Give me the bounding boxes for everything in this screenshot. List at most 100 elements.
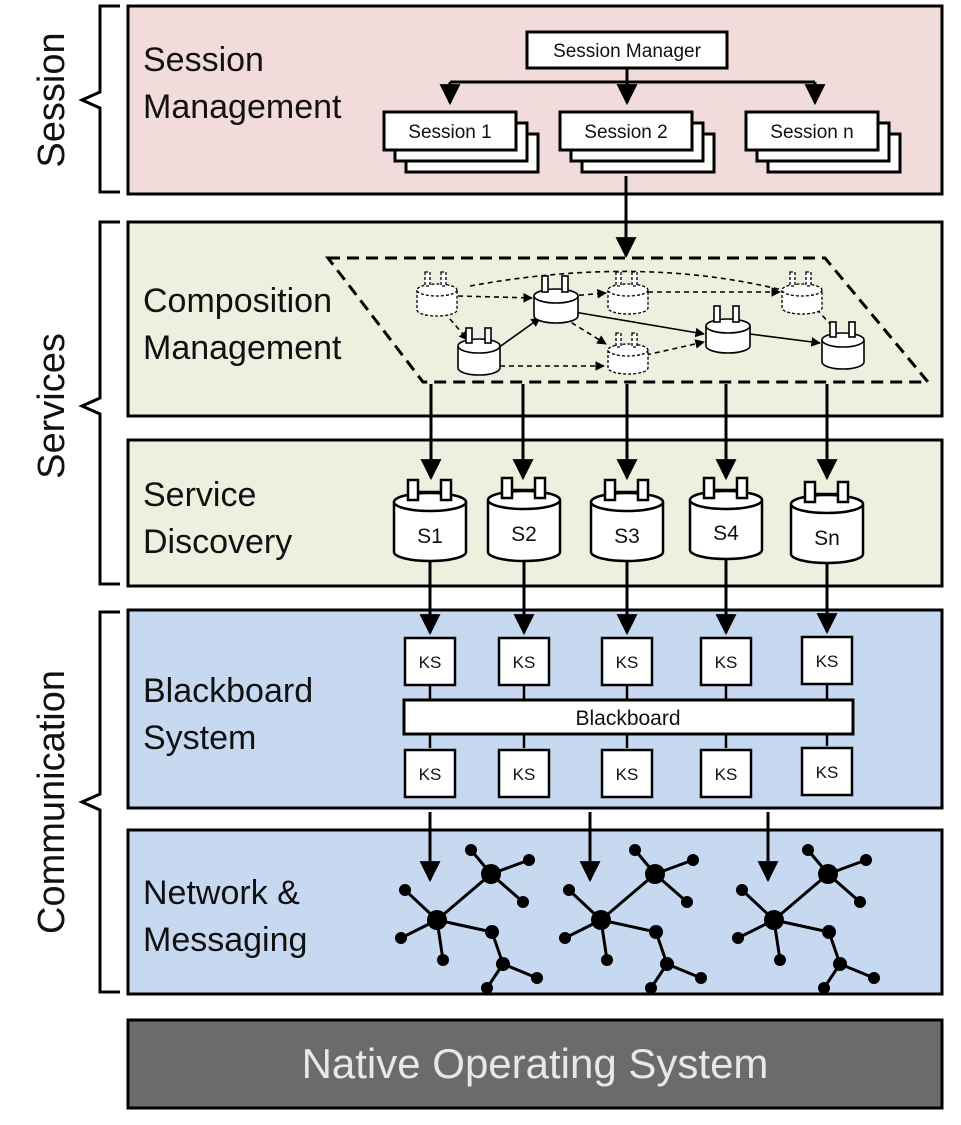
composition-management-title-line1: Composition [143, 282, 332, 320]
network-graphs [395, 844, 880, 994]
ks-top-2-label: KS [513, 653, 536, 672]
ks-bottom-4 [699, 748, 753, 799]
blackboard-bar: Blackboard [402, 698, 855, 736]
blackboard-label: Blackboard [575, 707, 680, 730]
network-node [818, 982, 830, 994]
network-edge [436, 872, 492, 922]
blackboard-system-title-line2: System [143, 719, 256, 757]
network-node [695, 972, 707, 984]
network-node [854, 896, 866, 908]
ks-top-4-label: KS [715, 653, 738, 672]
candidate-service-icon-3 [607, 332, 649, 375]
session-2-label: Session 2 [584, 122, 667, 143]
session-management-title-line2: Management [143, 88, 342, 126]
network-node [868, 972, 880, 984]
service-discovery-title-line1: Service [143, 476, 256, 514]
network-node [496, 957, 510, 971]
service-sn-label: Sn [814, 527, 840, 550]
native-os-layer [126, 1018, 944, 1110]
ks-bottom-5-label: KS [816, 763, 839, 782]
network-node [395, 932, 407, 944]
selected-service-icon-1 [533, 275, 579, 324]
service-discovery-title-line2: Discovery [143, 523, 292, 561]
session-brace [78, 4, 120, 194]
session-group-label: Session [31, 32, 73, 167]
communication-group-label: Communication [31, 670, 73, 934]
network-node [645, 864, 665, 884]
session-management-title-line1: Session [143, 41, 264, 79]
network-edge [773, 872, 829, 922]
network-node [774, 954, 786, 966]
network-node [427, 910, 447, 930]
network-node [822, 925, 836, 939]
network-node [517, 896, 529, 908]
network-messaging-title-line2: Messaging [143, 921, 307, 959]
ks-bottom-row [403, 746, 854, 799]
blackboard-system-title-line1: Blackboard [143, 672, 313, 710]
ks-bottom-4-label: KS [715, 765, 738, 784]
network-node [399, 884, 411, 896]
network-node [833, 957, 847, 971]
network-node [485, 925, 499, 939]
composition-to-services-arrows [420, 384, 838, 481]
candidate-service-icon-1 [416, 271, 458, 317]
service-sn-icon: Sn [789, 480, 865, 565]
network-node [681, 896, 693, 908]
service-s2-icon: S2 [486, 476, 562, 563]
session-1-stack: Session 1 [382, 110, 540, 174]
communication-brace [78, 610, 120, 994]
network-node [523, 854, 535, 866]
ks-top-1-label: KS [419, 653, 442, 672]
ks-bottom-1 [403, 748, 457, 799]
services-group-label: Services [31, 333, 73, 479]
session-n-label: Session n [770, 122, 853, 143]
network-node [437, 954, 449, 966]
network-node [764, 910, 784, 930]
ks-top-3 [600, 636, 654, 687]
network-node [629, 844, 641, 856]
ks-top-5 [800, 635, 854, 686]
service-s4-icon: S4 [688, 476, 764, 561]
ks-bottom-5 [800, 746, 854, 797]
ks-bottom-1-label: KS [419, 765, 442, 784]
candidate-service-icon-2 [607, 271, 649, 315]
network-graph-icon [732, 844, 880, 994]
ks-top-5-label: KS [816, 652, 839, 671]
service-s2-label: S2 [511, 523, 537, 546]
composition-service-nodes [416, 271, 865, 376]
network-node [531, 972, 543, 984]
network-node [465, 844, 477, 856]
service-s3-label: S3 [614, 525, 640, 548]
ks-bottom-3-label: KS [616, 765, 639, 784]
network-messaging-layer [126, 828, 944, 996]
native-os-title: Native Operating System [302, 1040, 769, 1087]
service-s3-icon: S3 [589, 478, 665, 563]
network-graph-icon [395, 844, 543, 994]
selected-service-icon-4 [821, 321, 865, 370]
ks-top-3-label: KS [616, 653, 639, 672]
network-node [736, 884, 748, 896]
network-graph-icon [559, 844, 707, 994]
group-braces [78, 4, 120, 994]
candidate-service-icon-4 [781, 271, 823, 315]
network-node [591, 910, 611, 930]
ks-top-4 [699, 636, 753, 687]
network-node [649, 925, 663, 939]
network-node [601, 954, 613, 966]
network-node [481, 864, 501, 884]
network-node [645, 982, 657, 994]
network-node [732, 932, 744, 944]
network-edge [600, 872, 656, 922]
ks-top-2 [497, 636, 551, 687]
ks-top-row [403, 635, 854, 687]
service-s1-icon: S1 [392, 478, 468, 563]
selected-service-icon-3 [705, 305, 751, 354]
network-node [481, 982, 493, 994]
services-brace [78, 220, 120, 586]
network-node [660, 957, 674, 971]
session-2-stack: Session 2 [558, 110, 716, 174]
service-s1-label: S1 [417, 525, 443, 548]
ks-bottom-2-label: KS [513, 765, 536, 784]
session-tree-arrows [439, 68, 826, 106]
